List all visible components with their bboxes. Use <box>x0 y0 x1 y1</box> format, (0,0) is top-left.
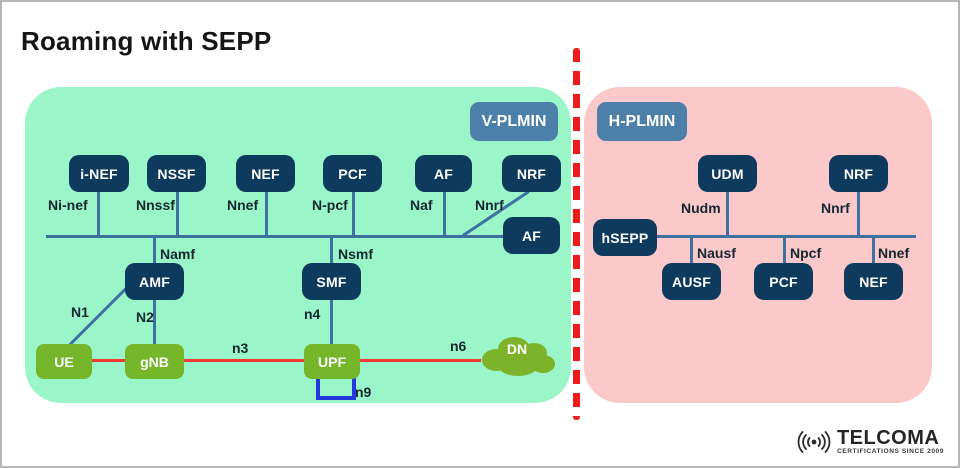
label-nnrf-h: Nnrf <box>821 200 850 216</box>
node-dn: DN <box>506 341 528 357</box>
node-af: AF <box>415 155 472 192</box>
edge-pcf-bus <box>352 191 355 236</box>
label-ni-nef: Ni-nef <box>48 197 88 213</box>
h-plmn-badge: H-PLMIN <box>597 102 687 141</box>
edge-af-bus <box>443 191 446 236</box>
label-nnrf-v: Nnrf <box>475 197 504 213</box>
node-nef: NEF <box>236 155 295 192</box>
edge-bus-hnef <box>872 237 875 264</box>
logo-brand-text: TELCOMA <box>836 427 940 449</box>
edge-ue-gnb <box>91 359 126 362</box>
label-n4: n4 <box>304 306 321 322</box>
page-title: Roaming with SEPP <box>21 26 272 56</box>
label-nsmf: Nsmf <box>338 246 374 262</box>
edge-bus-amf <box>153 237 156 264</box>
edge-bus-ausf <box>690 237 693 264</box>
node-pcf: PCF <box>323 155 382 192</box>
node-hsepp: hSEPP <box>593 219 657 256</box>
node-hnrf: NRF <box>829 155 888 192</box>
v-service-bus <box>46 235 560 238</box>
node-nrf: NRF <box>502 155 561 192</box>
node-ue: UE <box>36 344 92 379</box>
v-plmn-badge: V-PLMIN <box>470 102 558 141</box>
edge-n6-upf-dn <box>359 359 481 362</box>
edge-nssf-bus <box>176 191 179 236</box>
edge-inef-bus <box>97 191 100 236</box>
label-nnef: Nnef <box>227 197 259 213</box>
node-hnef: NEF <box>844 263 903 300</box>
label-n-pcf: N-pcf <box>312 197 348 213</box>
label-nausf: Nausf <box>697 245 736 261</box>
label-n2: N2 <box>136 309 154 325</box>
label-n6: n6 <box>450 338 467 354</box>
label-npcf: Npcf <box>790 245 822 261</box>
edge-n2-amf-gnb <box>153 299 156 345</box>
edge-hnrf-bus <box>857 191 860 236</box>
logo-tagline-text: CERTIFICATIONS SINCE 2009 <box>836 448 944 455</box>
radio-waves-icon <box>797 431 831 453</box>
node-hpcf: PCF <box>754 263 813 300</box>
node-af-2: AF <box>503 217 560 254</box>
telcoma-logo: TELCOMA CERTIFICATIONS SINCE 2009 <box>795 428 944 456</box>
edge-udm-bus <box>726 191 729 236</box>
node-nssf: NSSF <box>147 155 206 192</box>
h-service-bus <box>656 235 916 238</box>
edge-n9-upf-loop <box>316 378 356 400</box>
edge-nef-bus <box>265 191 268 236</box>
node-udm: UDM <box>698 155 757 192</box>
edge-bus-hpcf <box>783 237 786 264</box>
node-dn-cloud: DN <box>477 333 557 379</box>
label-nudm: Nudm <box>681 200 721 216</box>
edge-n3-gnb-upf <box>183 359 304 362</box>
node-ausf: AUSF <box>662 263 721 300</box>
node-upf: UPF <box>304 344 360 379</box>
edge-n4-smf-upf <box>330 299 333 345</box>
sepp-boundary-dashed-line <box>573 48 580 420</box>
node-amf: AMF <box>125 263 184 300</box>
label-namf: Namf <box>160 246 196 262</box>
label-n1: N1 <box>71 304 89 320</box>
cloud-icon <box>482 337 555 376</box>
node-gnb: gNB <box>125 344 184 379</box>
label-naf: Naf <box>410 197 433 213</box>
node-smf: SMF <box>302 263 361 300</box>
edge-bus-smf <box>330 237 333 264</box>
label-n9: n9 <box>355 384 372 400</box>
label-nnef-h: Nnef <box>878 245 910 261</box>
label-n3: n3 <box>232 340 249 356</box>
node-i-nef: i-NEF <box>69 155 129 192</box>
label-nnssf: Nnssf <box>136 197 175 213</box>
